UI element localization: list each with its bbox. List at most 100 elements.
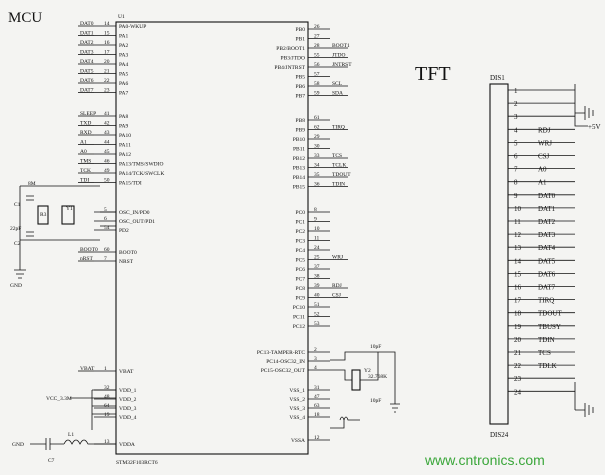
mcu-right-pin-number: 61 <box>314 115 320 121</box>
mcu-right-pin-number: 51 <box>314 302 320 308</box>
mcu-right-net-label: CSJ <box>332 293 342 299</box>
mcu-left-pin-number: 49 <box>104 168 110 174</box>
mcu-right-pin-name: VSS_2 <box>289 397 305 403</box>
mcu-chip-ref: U1 <box>118 14 125 20</box>
mcu-left-pin-number: 41 <box>104 111 110 117</box>
connector-pin-label: DAT5 <box>538 257 556 265</box>
c2-label: C2 <box>14 241 21 247</box>
mcu-left-pin-number: 20 <box>104 59 110 65</box>
mcu-left-pin-name: PA11 <box>119 143 131 149</box>
connector-pin-label: DAT0 <box>538 192 556 200</box>
connector-pin-label: DAT1 <box>538 205 556 213</box>
mcu-right-pin-name: PC7 <box>296 277 306 283</box>
mcu-left-pin-number: 17 <box>104 50 110 56</box>
connector-pin-number: 19 <box>514 323 522 331</box>
mcu-right-pin-name: PC15-OSC32_OUT <box>261 368 306 374</box>
connector-pin-number: 11 <box>514 218 521 226</box>
mcu-right-pin-number: 10 <box>314 226 320 232</box>
mcu-left-pin-number: 42 <box>104 121 110 127</box>
mcu-left-pin-name: PA8 <box>119 114 129 120</box>
y1-label: Y1 <box>66 206 73 212</box>
mcu-right-pin-number: 26 <box>314 24 320 30</box>
connector-pin-label: CSJ <box>538 153 550 161</box>
mcu-left-net-label: nRST <box>80 256 93 262</box>
mcu-right-pin-name: PC1 <box>296 220 306 226</box>
mcu-right-pin-name: PC12 <box>293 324 305 330</box>
mcu-right-pin-name: PC0 <box>296 210 306 216</box>
mcu-right-pin-number: 9 <box>314 217 317 223</box>
mcu-right-pin-name: PB10 <box>293 137 305 143</box>
mcu-right-net-label: TDIN <box>332 182 345 188</box>
tft-connector-body <box>489 83 509 425</box>
connector-pin-label: DAT2 <box>538 218 556 226</box>
connector-pin-label: A0 <box>538 166 547 174</box>
mcu-right-pin-number: 36 <box>314 182 320 188</box>
mcu-right-pin-number: 31 <box>314 385 320 391</box>
mcu-left-pin-name: BOOT0 <box>119 250 137 256</box>
mcu-left-pin-number: 44 <box>104 140 110 146</box>
connector-pin-number: 1 <box>514 87 518 95</box>
mcu-right-pin-name: PB1 <box>296 37 306 43</box>
mcu-left-pin-number: 14 <box>104 21 110 27</box>
mcu-right-net-label: TCLK <box>332 163 346 169</box>
rtc-crystal-label: Y2 <box>364 368 371 374</box>
mcu-right-pin-number: 28 <box>314 43 320 49</box>
mcu-left-pin-number: 15 <box>104 31 110 37</box>
mcu-left-pin-number: 45 <box>104 149 110 155</box>
connector-pin-number: 3 <box>514 113 518 121</box>
mcu-left-net-label: DAT1 <box>80 31 94 37</box>
connector-pin-number: 8 <box>514 179 518 187</box>
mcu-left-pin-number: 19 <box>104 412 110 418</box>
mcu-right-pin-name: PC2 <box>296 229 306 235</box>
mcu-right-pin-number: 2 <box>314 347 317 353</box>
mcu-right-net-label: RDJ <box>332 283 343 289</box>
connector-pin-number: 10 <box>514 205 522 213</box>
mcu-left-net-label: BOOT0 <box>80 247 98 253</box>
mcu-right-pin-number: 57 <box>314 72 320 78</box>
mcu-right-pin-number: 24 <box>314 245 320 251</box>
mcu-right-pin-number: 3 <box>314 356 317 362</box>
mcu-right-pin-number: 38 <box>314 274 320 280</box>
mcu-left-pin-name: OSC_OUT/PD1 <box>119 219 155 225</box>
mcu-right-pin-name: VSS_4 <box>289 415 305 421</box>
mcu-left-net-label: TCK <box>80 168 91 174</box>
mcu-title: MCU <box>8 10 42 26</box>
mcu-right-pin-name: VSSA <box>291 438 305 444</box>
mcu-right-pin-name: PC6 <box>296 267 306 273</box>
mcu-right-pin-number: 63 <box>314 403 320 409</box>
mcu-right-pin-number: 40 <box>314 293 320 299</box>
mcu-right-pin-name: PC9 <box>296 296 306 302</box>
mcu-right-pin-name: PB7 <box>296 94 306 100</box>
connector-pin-number: 18 <box>514 310 522 318</box>
connector-pin-number: 22 <box>514 362 522 370</box>
mcu-right-pin-number: 37 <box>314 264 320 270</box>
mcu-right-pin-number: 11 <box>314 236 320 242</box>
c1-label: C1 <box>14 202 21 208</box>
connector-pin-number: 24 <box>514 388 522 396</box>
mcu-right-pin-name: PB11 <box>293 147 305 153</box>
connector-pin-label: RDJ <box>538 126 551 134</box>
mcu-right-pin-name: VSS_3 <box>289 406 305 412</box>
mcu-left-pin-number: 43 <box>104 130 110 136</box>
rtc-cap-top: 10pF <box>370 344 381 350</box>
mcu-right-pin-number: 12 <box>314 435 320 441</box>
mcu-right-pin-name: PB6 <box>296 84 306 90</box>
mcu-left-pin-name: PA10 <box>119 133 131 139</box>
connector-top-ref: DIS1 <box>490 74 505 82</box>
mcu-right-net-label: BOOT1 <box>332 43 350 49</box>
mcu-right-pin-number: 25 <box>314 255 320 261</box>
mcu-right-pin-number: 52 <box>314 312 320 318</box>
mcu-right-pin-number: 47 <box>314 394 320 400</box>
mcu-left-pin-number: 1 <box>104 366 107 372</box>
mcu-right-pin-number: 27 <box>314 34 320 40</box>
mcu-left-net-label: TDI <box>80 178 89 184</box>
mcu-right-net-label: JNTRST <box>332 62 352 68</box>
oscillator-circuit: 8M C1 R3 Y1 C2 22pF GND <box>10 181 116 289</box>
mcu-left-pins: PA0-WKUP14DAT0PA115DAT1PA216DAT2PA317DAT… <box>78 21 164 448</box>
mcu-left-pin-name: VDDA <box>119 442 135 448</box>
connector-pin-number: 4 <box>514 126 518 134</box>
mcu-left-net-label: VBAT <box>80 366 95 372</box>
